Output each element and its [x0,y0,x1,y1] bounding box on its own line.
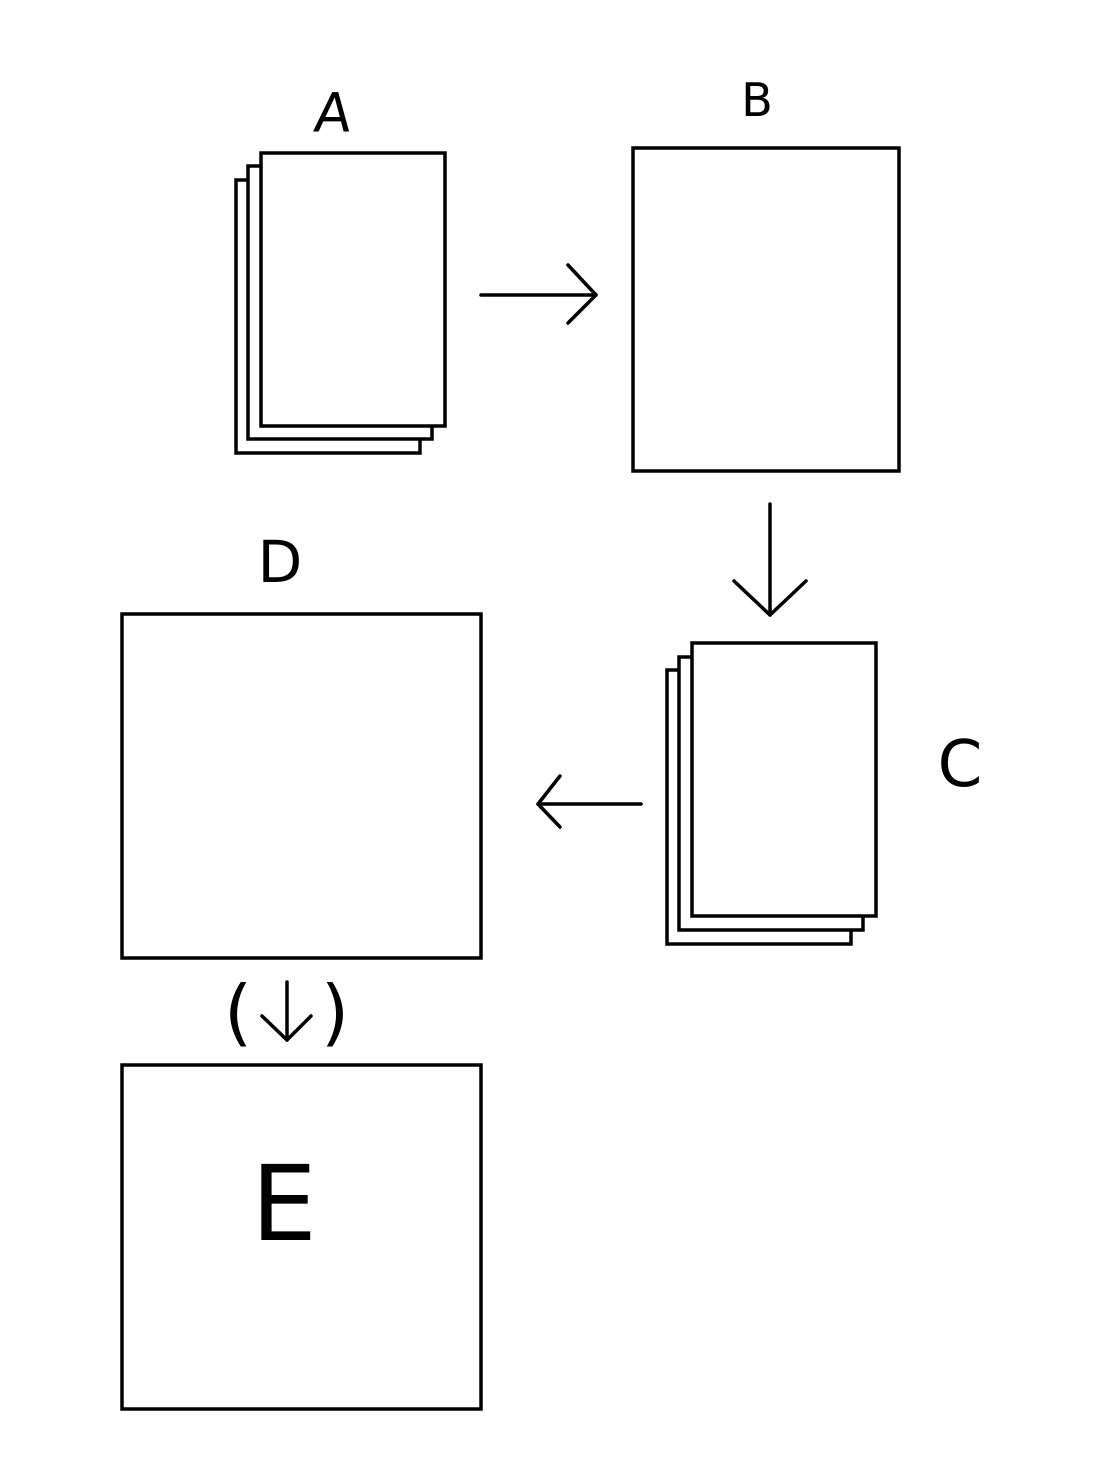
node-e-label: E [251,1143,317,1265]
arrow-a-to-b [479,263,598,325]
node-b: B [631,73,901,473]
node-e: E [120,1063,483,1411]
arrow-b-to-c [732,502,808,617]
node-a-label: A [311,82,355,145]
node-a: A [234,82,447,455]
node-c-page-front [690,641,878,918]
node-b-box [631,146,901,473]
arrow-c-to-d [536,774,643,829]
node-c-label: C [938,728,983,802]
node-a-page-front [259,151,447,428]
node-e-box [120,1063,483,1411]
arrow-d-to-e-optional: ( ) [224,970,349,1054]
optional-close-paren: ) [321,970,349,1054]
node-d-label: D [258,528,303,596]
optional-open-paren: ( [224,970,252,1054]
node-d: D [120,528,483,960]
node-c: C [665,641,983,946]
node-b-label: B [741,73,773,127]
node-d-box [120,612,483,960]
